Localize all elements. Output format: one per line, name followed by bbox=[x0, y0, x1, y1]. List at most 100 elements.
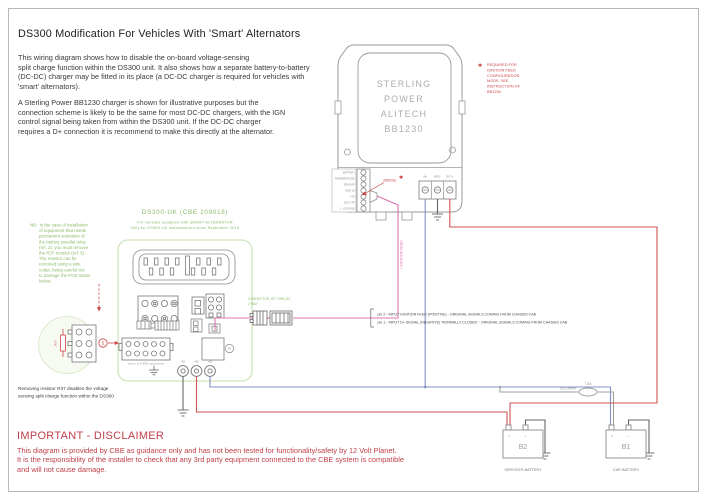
terminal-label: IGN CTR bbox=[344, 201, 355, 205]
disclaimer-body: This diagram is provided by CBE as guida… bbox=[17, 446, 404, 474]
intro-paragraph-2: A Sterling Power BB1230 charger is shown… bbox=[18, 98, 286, 137]
nb-line: NB : in the case of installation bbox=[30, 223, 88, 228]
nb-line: cutter, being careful not bbox=[39, 267, 85, 272]
ds300-ring-terminals bbox=[177, 365, 216, 377]
terminal-label: +VE bbox=[350, 195, 355, 199]
b1-plus-sign: + bbox=[611, 434, 614, 439]
b1-body bbox=[605, 429, 647, 459]
nb-line: (ref. 3), you must remove bbox=[39, 245, 89, 250]
note-line: IGNITION FEED bbox=[487, 67, 516, 72]
r37-resistor bbox=[60, 329, 66, 357]
r37-label: R37 bbox=[54, 340, 58, 346]
charger-left-terminal-labels: BATTERY TEMPERATURE SENSOR GND 1H +VE IG… bbox=[335, 171, 355, 211]
jst-label-2: 2 WAY bbox=[248, 302, 259, 306]
wire-b2-ground bbox=[524, 419, 546, 453]
ground-symbols bbox=[177, 213, 655, 460]
ring-label: -B1 bbox=[181, 360, 186, 364]
ds300-relay bbox=[201, 337, 225, 361]
nb-pointer-arrowhead bbox=[96, 307, 102, 312]
ring-terminal-labels: -B1 +B2 +B1 bbox=[181, 360, 213, 364]
wire-charger-output bbox=[449, 199, 658, 425]
note-line: CONFIGURATION bbox=[487, 73, 520, 78]
charger-brand-line: BB1230 bbox=[384, 124, 423, 134]
terminal-label: GND 1H bbox=[345, 189, 355, 193]
removal-note-line: Removing resistor R37 disables the volta… bbox=[18, 386, 109, 391]
charger-foot-left bbox=[375, 211, 387, 221]
wire-b1-ground bbox=[627, 419, 650, 453]
charger-left-notch bbox=[334, 100, 342, 115]
ref5-arrowhead bbox=[114, 341, 119, 345]
pin1-note: pin 1 - INPUT D+ SIGNAL (NEGATIVE) 'NORM… bbox=[378, 321, 568, 325]
b2-id: B2 bbox=[519, 444, 528, 451]
ref5-callout: 5 bbox=[98, 338, 119, 348]
nb-line: below. bbox=[39, 279, 51, 284]
ds300-mid-connector bbox=[191, 296, 205, 315]
nb-line: to damage the PCB tracks bbox=[39, 273, 91, 278]
b1-positive-terminal bbox=[608, 424, 615, 431]
ring-label: +B2 bbox=[194, 360, 199, 364]
pin2-note: pin 2 - INPUT IGNITION FEED (POSITIVE) -… bbox=[378, 313, 537, 317]
ds300-strip-connector bbox=[132, 249, 236, 285]
charger-brand-line: STERLING bbox=[377, 79, 432, 89]
detail-connector bbox=[67, 324, 97, 363]
removal-note-line: sensing split charge function within the… bbox=[18, 393, 114, 398]
note-line: BB1230 bbox=[487, 89, 502, 94]
bridge-annotation: BRIDGE ✱ bbox=[362, 175, 403, 196]
battery-labels: + − B2 SERVICES BATTERY + − B1 CAR BATTE… bbox=[504, 434, 639, 473]
ground-charger-neg bbox=[432, 213, 443, 221]
ds300-right-grid-connector bbox=[205, 293, 225, 319]
ds300-unit-box bbox=[117, 239, 253, 382]
terminal-label: BATTERY bbox=[343, 171, 355, 175]
ref5-number: 5 bbox=[102, 341, 105, 346]
b2-name: SERVICES BATTERY bbox=[504, 468, 542, 472]
b2-positive-terminal bbox=[505, 424, 512, 431]
b2-minus-sign: − bbox=[524, 434, 527, 439]
ref6-callout: 6 bbox=[224, 343, 235, 354]
note-line: INSTRUCTION OF bbox=[487, 84, 521, 89]
ds300-fuse-grid-connector bbox=[118, 337, 174, 361]
terminal-label: OUT+ bbox=[446, 175, 454, 179]
wire-b1-positive bbox=[209, 376, 612, 425]
ring-label: +B1 bbox=[208, 360, 213, 364]
nb-line: The resistor can be bbox=[39, 256, 77, 261]
bridge-arrowhead bbox=[362, 191, 367, 196]
charger-screw-hole-left bbox=[344, 148, 351, 156]
services-battery bbox=[502, 424, 544, 459]
ds300-title: DS300-UK (CBE 209018) bbox=[142, 209, 228, 216]
fuse-grid-note: (fuse 1 to 5 GND connections) bbox=[128, 362, 164, 366]
nb-line: the R37 resistor (ref. 5). bbox=[39, 251, 85, 256]
wire-fused-feed-2 bbox=[597, 391, 615, 425]
note-line: REQUIRED FOR bbox=[487, 62, 517, 67]
terminal-label: IN+ bbox=[423, 175, 428, 179]
intro-paragraph-1: This wiring diagram shows how to disable… bbox=[18, 53, 310, 92]
bridge-label: BRIDGE bbox=[384, 179, 398, 183]
b2-body bbox=[502, 429, 544, 459]
b1-minus-sign: − bbox=[627, 434, 630, 439]
page-title: DS300 Modification For Vehicles With 'Sm… bbox=[18, 28, 301, 40]
jst-label-1: CONNECTOR JST 'VHR-2N' bbox=[248, 297, 291, 301]
r37-detail-circle: R37 bbox=[38, 316, 97, 374]
wire-fused-feed bbox=[499, 387, 579, 393]
charger-screw-hole-right bbox=[449, 146, 456, 154]
ds300-small-components bbox=[136, 318, 221, 334]
ref6-number: 6 bbox=[228, 346, 231, 351]
nb-line: of equipment that needs bbox=[39, 228, 87, 233]
ds300-subtitle-1: For vehicles equipped with SMART ALTERNA… bbox=[137, 220, 233, 225]
wires bbox=[182, 195, 658, 453]
ds300-board-ground bbox=[149, 365, 159, 376]
jst-connector-icons bbox=[249, 310, 293, 326]
removal-note: Removing resistor R37 disables the volta… bbox=[18, 386, 114, 398]
nb-line: removed using a wire bbox=[39, 262, 81, 267]
page-border bbox=[8, 8, 699, 492]
terminal-label: NEG- bbox=[434, 175, 441, 179]
charger-right-terminal-labels: IN+ NEG- OUT+ bbox=[423, 175, 454, 179]
charger-drawing: STERLING POWER ALITECH BB1230 BATTERY TE… bbox=[331, 44, 466, 221]
pin-note-bracket bbox=[370, 308, 374, 328]
nb-note-pointer bbox=[96, 284, 102, 312]
ds300-subtitle-2: Only for DS300-UK manufactured since Sep… bbox=[131, 225, 239, 230]
wire-ignition-feed-board bbox=[214, 317, 253, 331]
b2-negative-terminal bbox=[522, 424, 529, 431]
ground-ds300-b1 bbox=[177, 409, 189, 417]
